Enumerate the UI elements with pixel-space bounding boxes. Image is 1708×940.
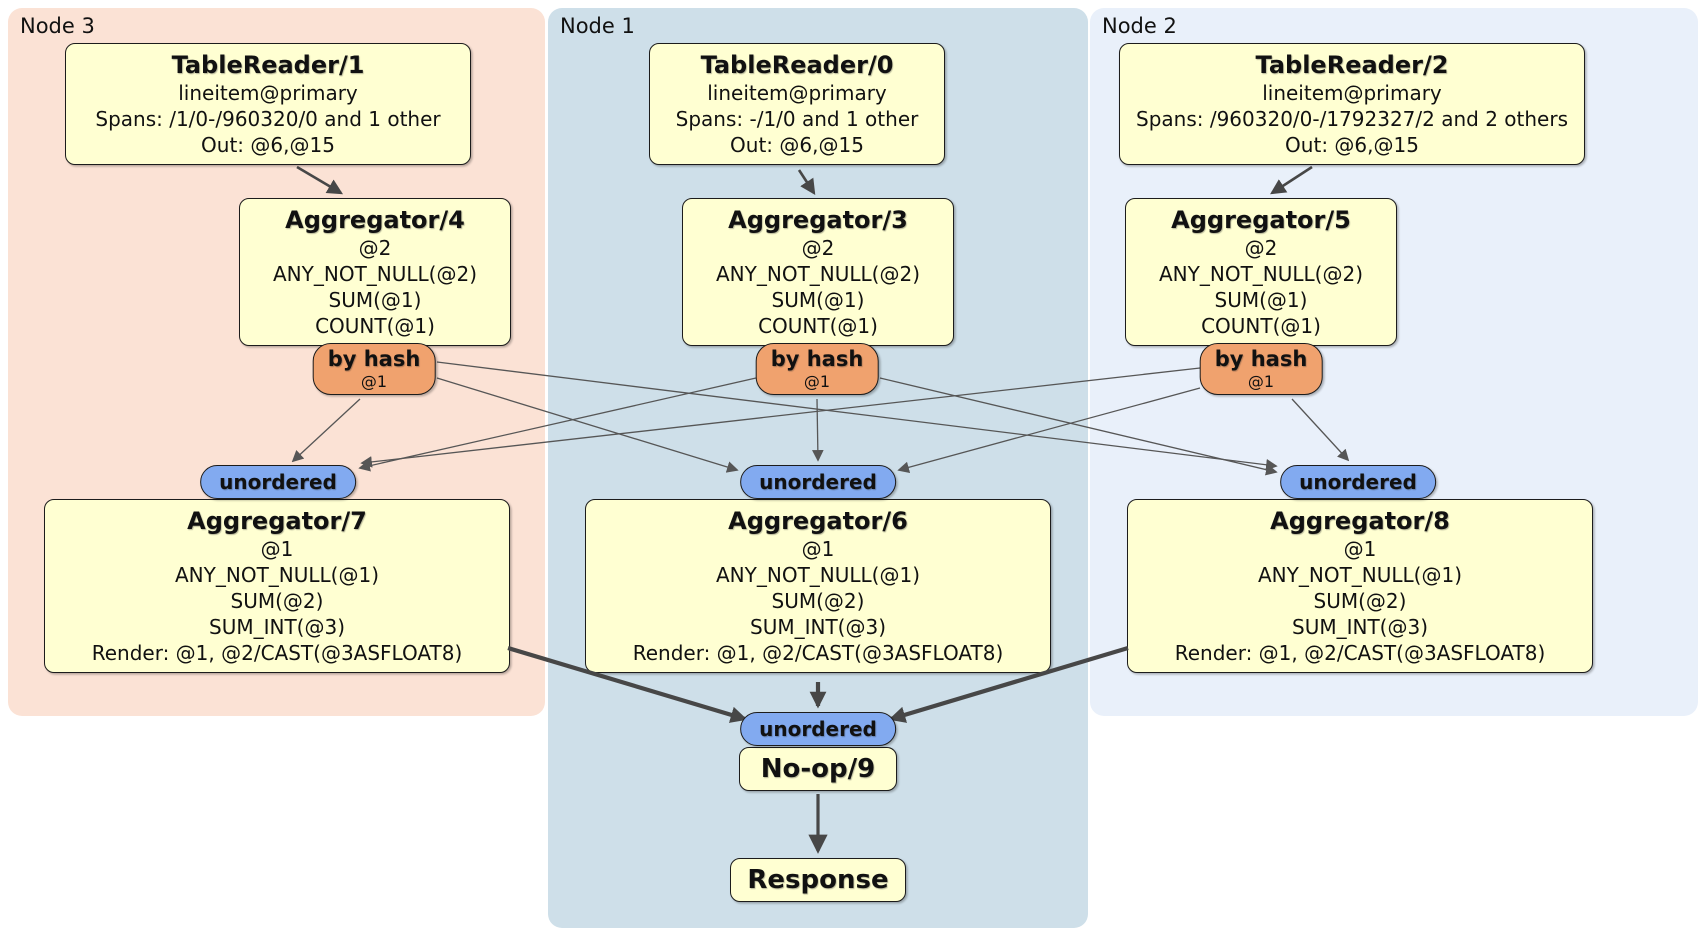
processor-detail: ANY_NOT_NULL(@1) (716, 563, 920, 587)
processor-detail: @1 (801, 537, 835, 561)
processor-detail: Out: @6,@15 (201, 133, 335, 157)
processor-title: Aggregator/3 (728, 206, 908, 234)
processor-detail: COUNT(@1) (315, 314, 435, 338)
processor-detail: lineitem@primary (1262, 81, 1442, 105)
processor-detail: ANY_NOT_NULL(@1) (175, 563, 379, 587)
sync-unordered-final: unordered (740, 712, 896, 746)
processor-title: Response (747, 865, 889, 895)
region-label-node-1: Node 1 (560, 14, 635, 38)
processor-detail: SUM(@2) (1313, 589, 1407, 613)
processor-detail: Spans: /960320/0-/1792327/2 and 2 others (1135, 107, 1569, 131)
processor-aggregator-5: Aggregator/5 @2 ANY_NOT_NULL(@2) SUM(@1)… (1125, 198, 1397, 346)
processor-title: Aggregator/5 (1171, 206, 1351, 234)
processor-detail: COUNT(@1) (758, 314, 878, 338)
region-label-node-2: Node 2 (1102, 14, 1177, 38)
processor-detail: ANY_NOT_NULL(@2) (716, 262, 920, 286)
processor-detail: @2 (801, 236, 835, 260)
processor-detail: Out: @6,@15 (1285, 133, 1419, 157)
processor-detail: ANY_NOT_NULL(@2) (1159, 262, 1363, 286)
processor-detail: lineitem@primary (707, 81, 887, 105)
processor-detail: SUM_INT(@3) (750, 615, 886, 639)
processor-detail: @2 (358, 236, 392, 260)
processor-aggregator-6: Aggregator/6 @1 ANY_NOT_NULL(@1) SUM(@2)… (585, 499, 1051, 673)
processor-detail: SUM(@2) (771, 589, 865, 613)
processor-detail: SUM(@1) (771, 288, 865, 312)
sync-unordered-left: unordered (200, 465, 356, 499)
processor-detail: @1 (1343, 537, 1377, 561)
processor-title: TableReader/1 (171, 51, 365, 79)
processor-title: Aggregator/8 (1270, 507, 1450, 535)
processor-title: Aggregator/4 (285, 206, 465, 234)
processor-detail: SUM_INT(@3) (209, 615, 345, 639)
processor-aggregator-4: Aggregator/4 @2 ANY_NOT_NULL(@2) SUM(@1)… (239, 198, 511, 346)
processor-title: Aggregator/6 (728, 507, 908, 535)
processor-aggregator-8: Aggregator/8 @1 ANY_NOT_NULL(@1) SUM(@2)… (1127, 499, 1593, 673)
processor-detail: SUM(@1) (1214, 288, 1308, 312)
processor-detail: COUNT(@1) (1201, 314, 1321, 338)
processor-detail: SUM(@2) (230, 589, 324, 613)
processor-title: TableReader/0 (700, 51, 894, 79)
processor-tablereader-1: TableReader/1 lineitem@primary Spans: /1… (65, 43, 471, 165)
router-by-hash-left: by hash @1 (312, 343, 436, 395)
router-label: by hash (327, 347, 421, 371)
processor-detail: @2 (1244, 236, 1278, 260)
processor-title: Aggregator/7 (187, 507, 367, 535)
processor-aggregator-3: Aggregator/3 @2 ANY_NOT_NULL(@2) SUM(@1)… (682, 198, 954, 346)
processor-detail: Spans: /1/0-/960320/0 and 1 other (95, 107, 441, 131)
processor-detail: Render: @1, @2/CAST(@3ASFLOAT8) (632, 641, 1004, 665)
processor-detail: SUM(@1) (328, 288, 422, 312)
region-label-node-3: Node 3 (20, 14, 95, 38)
processor-detail: Spans: -/1/0 and 1 other (675, 107, 919, 131)
processor-detail: Render: @1, @2/CAST(@3ASFLOAT8) (1174, 641, 1546, 665)
processor-detail: Render: @1, @2/CAST(@3ASFLOAT8) (91, 641, 463, 665)
router-arg: @1 (1247, 372, 1275, 391)
processor-detail: ANY_NOT_NULL(@1) (1258, 563, 1462, 587)
sync-unordered-center: unordered (740, 465, 896, 499)
processor-aggregator-7: Aggregator/7 @1 ANY_NOT_NULL(@1) SUM(@2)… (44, 499, 510, 673)
router-label: by hash (1214, 347, 1308, 371)
router-by-hash-right: by hash @1 (1199, 343, 1323, 395)
processor-detail: @1 (260, 537, 294, 561)
processor-title: TableReader/2 (1255, 51, 1449, 79)
router-by-hash-center: by hash @1 (755, 343, 879, 395)
processor-detail: ANY_NOT_NULL(@2) (273, 262, 477, 286)
processor-tablereader-2: TableReader/2 lineitem@primary Spans: /9… (1118, 43, 1586, 165)
sync-unordered-right: unordered (1280, 465, 1436, 499)
processor-response: Response (730, 858, 906, 902)
processor-detail: lineitem@primary (178, 81, 358, 105)
router-arg: @1 (803, 372, 831, 391)
processor-noop-9: No-op/9 (739, 747, 897, 791)
processor-detail: Out: @6,@15 (730, 133, 864, 157)
processor-tablereader-0: TableReader/0 lineitem@primary Spans: -/… (649, 43, 945, 165)
processor-detail: SUM_INT(@3) (1292, 615, 1428, 639)
router-arg: @1 (360, 372, 388, 391)
processor-title: No-op/9 (760, 754, 876, 784)
router-label: by hash (770, 347, 864, 371)
